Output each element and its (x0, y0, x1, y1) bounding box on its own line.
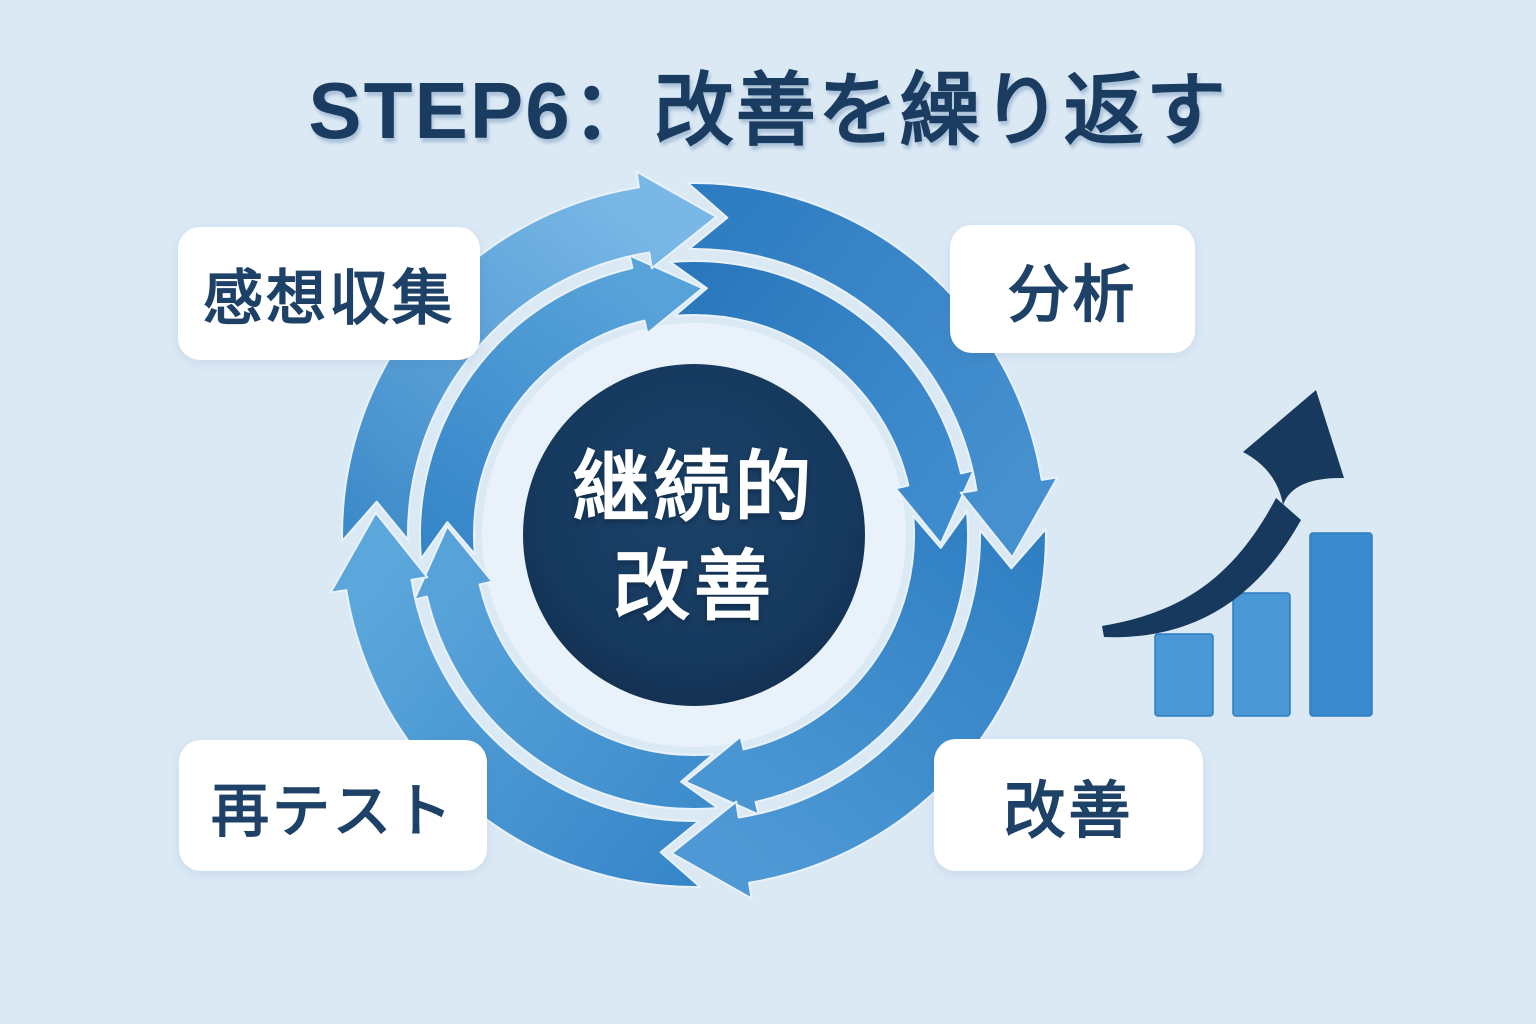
step-label: 分析 (1007, 261, 1138, 330)
page-title: STEP6：改善を繰り返す (308, 66, 1228, 155)
growth-bar (1154, 633, 1214, 717)
center-label-line1: 継続的 (572, 445, 816, 532)
cycle-arrow-rings (329, 170, 1059, 900)
growth-bar (1309, 532, 1373, 717)
cycle-arrow-outer-segment (329, 511, 702, 888)
step-card-retest: 再テスト (179, 740, 487, 871)
cycle-arrow-inner-segment (418, 254, 704, 560)
step-card-improvement: 改善 (934, 739, 1203, 871)
cycle-arrow-inner-segment (684, 510, 970, 816)
step-label: 再テスト (210, 778, 455, 844)
growth-arrow-head (1243, 390, 1344, 505)
cycle-arrow-inner-segment (669, 259, 975, 545)
step-card-analysis: 分析 (950, 225, 1195, 353)
growth-arrow-shaft (1102, 498, 1301, 638)
step-card-feedback-collection: 感想収集 (178, 227, 480, 360)
step-label: 感想収集 (203, 265, 455, 332)
cycle-center-circle (523, 364, 865, 706)
cycle-arrow-inner-segment (413, 525, 719, 811)
cycle-arrow-outer-segment (686, 182, 1059, 559)
cycle-arrow-outer-segment (670, 527, 1047, 900)
cycle-center-label: 継続的 改善 (494, 398, 894, 678)
step-label: 改善 (1003, 777, 1134, 846)
growth-bar (1232, 592, 1291, 717)
center-label-line2: 改善 (613, 544, 775, 630)
growth-chart-icon (1102, 390, 1373, 717)
growth-bars (1154, 532, 1373, 717)
